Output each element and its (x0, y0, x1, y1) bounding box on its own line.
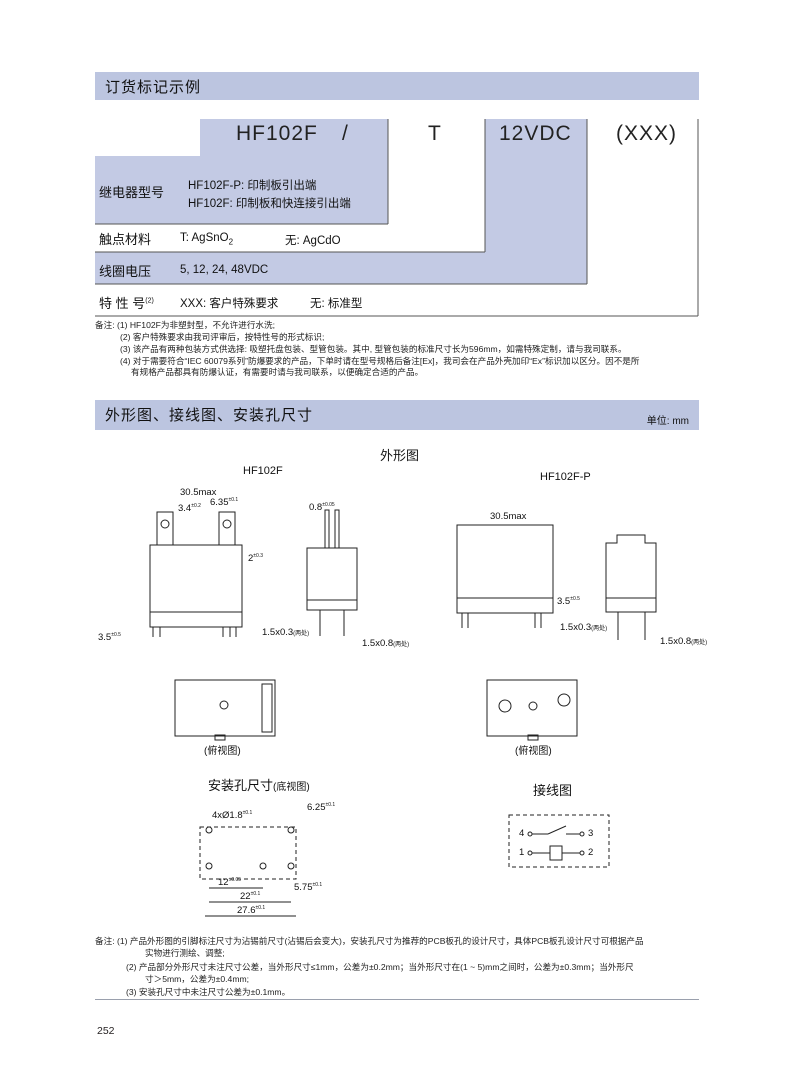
unit-label: 单位: mm (646, 416, 689, 427)
dim-b-pin: 3.5±0.5 (557, 596, 580, 608)
model-a-title: HF102F (243, 465, 283, 477)
mounting-hole-title: 安装孔尺寸(底视图) (208, 778, 310, 793)
dim-mount-holes: 4xØ1.8±0.1 (212, 810, 253, 822)
dimension-note-2: (2) 产品部分外形尺寸未注尺寸公差，当外形尺寸≤1mm，公差为±0.2mm；当… (126, 962, 634, 972)
special-code-xxx: XXX: 客户特殊要求 (180, 298, 279, 310)
dim-mount-12: 12±0.05 (218, 877, 242, 889)
page-number: 252 (97, 1025, 115, 1037)
dimensions-section-header: 外形图、接线图、安装孔尺寸 单位: mm (95, 400, 699, 430)
code-part-special: (XXX) (616, 122, 678, 145)
wiring-pin-2: 2 (588, 847, 594, 858)
dim-mount-575: 5.75±0.1 (294, 882, 323, 894)
code-part-slash: / (342, 122, 349, 145)
dimension-note-2b: 寸＞5mm，公差为±0.4mm; (145, 974, 250, 984)
code-part-contact: T (428, 122, 442, 145)
ordering-section-title: 订货标记示例 (105, 79, 202, 96)
contact-material-none: 无: AgCdO (285, 235, 341, 247)
hf102f-top-view (174, 679, 276, 741)
wiring-pin-1: 1 (519, 847, 525, 858)
model-b-title: HF102F-P (540, 471, 591, 483)
ordering-frame (95, 119, 699, 317)
relay-type-panel (95, 156, 388, 224)
dim-a-side-thickness: 0.8±0.05 (309, 502, 335, 514)
contact-material-label: 触点材料 (99, 232, 152, 247)
ordering-note-2: (2) 客户特殊要求由我司评审后，按特性号的形式标识; (120, 332, 325, 342)
top-view-caption-b: (俯视图) (515, 746, 552, 757)
hf102f-front-view (149, 511, 243, 637)
code-part-series: HF102F (236, 122, 318, 145)
dim-a-side-pin: 1.5x0.8(两处) (362, 638, 410, 649)
ordering-note-5: 有规格产品都具有防爆认证，有需要时请与我司联系，以便确定合适的产品。 (131, 367, 424, 377)
code-part-voltage: 12VDC (499, 122, 572, 145)
wiring-title: 接线图 (533, 783, 573, 798)
coil-voltage-row-panel (95, 252, 587, 284)
model-code-panel (200, 119, 388, 156)
dim-a-width: 30.5max (180, 487, 217, 498)
relay-type-label: 继电器型号 (99, 185, 165, 200)
dim-b-pin-size: 1.5x0.3(两处) (560, 622, 608, 633)
dim-mount-22: 22±0.1 (240, 891, 261, 903)
ordering-note-1: 备注: (1) HF102F为非塑封型，不允许进行水洗; (95, 320, 276, 330)
dimensions-section-title: 外形图、接线图、安装孔尺寸 (105, 407, 314, 424)
dim-b-side-pin: 1.5x0.8(两处) (660, 636, 708, 647)
outline-drawing-title: 外形图 (380, 448, 420, 463)
mounting-hole-layout (199, 826, 297, 917)
special-code-none: 无: 标准型 (310, 298, 363, 310)
hf102f-p-side-view (605, 534, 657, 640)
coil-voltage-values: 5, 12, 24, 48VDC (180, 264, 269, 276)
ordering-note-4: (4) 对于需要符合“IEC 60079系列”防爆要求的产品，下单时请在型号规格… (120, 356, 640, 366)
special-code-label: 特 性 号(2) (99, 296, 154, 311)
dimension-note-1: 备注: (1) 产品外形图的引脚标注尺寸为沾锡前尺寸(沾锡后会变大)，安装孔尺寸… (95, 936, 644, 946)
dim-mount-276: 27.6±0.1 (237, 905, 266, 917)
wiring-pin-4: 4 (519, 828, 525, 839)
ordering-note-3: (3) 该产品有两种包装方式供选择: 吸塑托盘包装、型管包装。其中, 型管包装的… (120, 344, 627, 354)
hf102f-p-front-view (456, 524, 554, 628)
wiring-pin-3: 3 (588, 828, 594, 839)
dim-mount-625: 6.25±0.1 (307, 802, 336, 814)
dim-a-pitch: 6.35±0.1 (210, 497, 239, 509)
dim-a-tab: 3.4±0.2 (178, 503, 201, 515)
top-view-caption-a: (俯视图) (204, 746, 241, 757)
relay-type-option-p: HF102F-P: 印制板引出端 (188, 180, 317, 192)
hf102f-p-top-view (486, 679, 578, 741)
coil-voltage-label: 线圈电压 (99, 264, 152, 279)
hf102f-side-view (306, 509, 358, 636)
dim-b-width: 30.5max (490, 511, 527, 522)
footer-rule (95, 999, 699, 1000)
dim-a-pin-size: 1.5x0.3(两处) (262, 627, 310, 638)
relay-type-option-qc: HF102F: 印制板和快连接引出端 (188, 198, 351, 210)
contact-material-t: T: AgSnO2 (180, 232, 234, 247)
dimension-note-3: (3) 安装孔尺寸中未注尺寸公差为±0.1mm。 (126, 987, 291, 997)
dimension-note-1b: 实物进行测绘、调整; (145, 948, 225, 958)
wiring-diagram (508, 814, 610, 868)
ordering-section-header: 订货标记示例 (95, 72, 699, 100)
dim-a-tab-offset: 2±0.3 (248, 553, 263, 565)
dim-a-pin: 3.5±0.5 (98, 632, 121, 644)
